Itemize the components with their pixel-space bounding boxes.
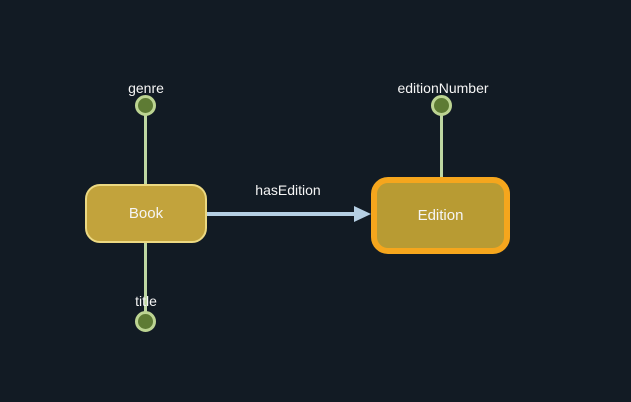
attribute-label-editionnumber: editionNumber: [397, 80, 489, 96]
arrowhead-icon: [354, 206, 371, 222]
title-connector-line: [144, 242, 147, 322]
attribute-node-editionnumber[interactable]: [431, 95, 452, 116]
attribute-node-genre[interactable]: [135, 95, 156, 116]
attribute-label-title: title: [135, 293, 157, 309]
class-node-book-label: Book: [128, 205, 164, 222]
hasedition-edge-line[interactable]: [207, 212, 357, 216]
class-node-edition-label: Edition: [417, 207, 464, 224]
edge-label-hasedition: hasEdition: [255, 182, 321, 198]
editionnumber-connector-line: [440, 105, 443, 179]
genre-connector-line: [144, 105, 147, 185]
attribute-label-genre: genre: [128, 80, 164, 96]
class-node-book[interactable]: Book: [85, 184, 207, 243]
class-node-edition[interactable]: Edition: [371, 177, 510, 254]
attribute-node-title[interactable]: [135, 311, 156, 332]
